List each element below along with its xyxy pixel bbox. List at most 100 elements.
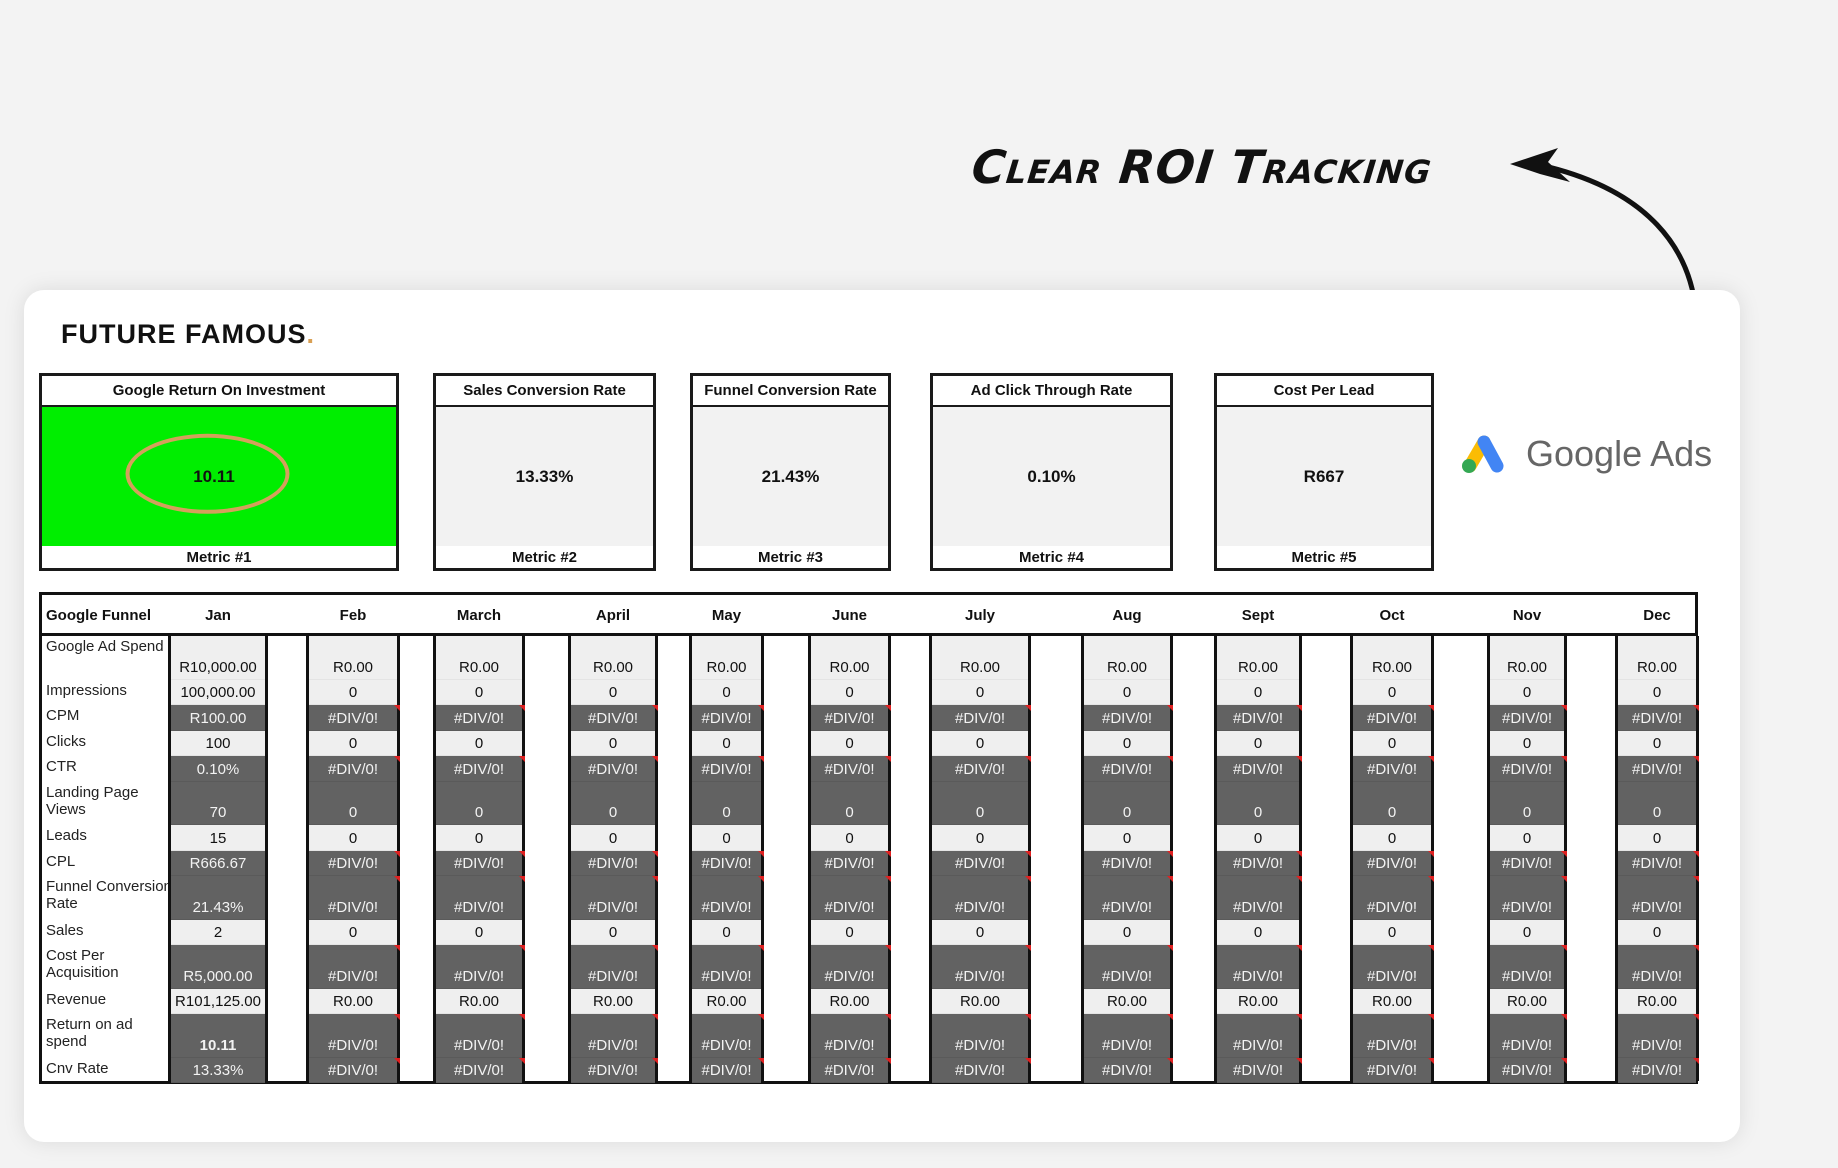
table-cell[interactable]: #DIV/0! [1217, 1014, 1302, 1058]
error-comment-marker-icon[interactable] [1693, 1014, 1699, 1020]
table-cell[interactable]: #DIV/0! [436, 850, 525, 876]
table-cell[interactable]: #DIV/0! [811, 756, 891, 782]
table-cell[interactable]: #DIV/0! [1084, 756, 1173, 782]
table-cell[interactable]: 0 [1490, 781, 1564, 825]
error-comment-marker-icon[interactable] [652, 705, 658, 711]
error-comment-marker-icon[interactable] [1561, 1057, 1567, 1064]
table-cell[interactable]: #DIV/0! [932, 850, 1031, 876]
table-cell[interactable]: #DIV/0! [1084, 705, 1173, 731]
table-cell[interactable]: #DIV/0! [1490, 1014, 1567, 1058]
table-cell[interactable]: 0 [1490, 919, 1564, 945]
error-comment-marker-icon[interactable] [652, 1057, 658, 1064]
error-comment-marker-icon[interactable] [652, 876, 658, 882]
error-comment-marker-icon[interactable] [1167, 850, 1173, 857]
table-cell[interactable]: R0.00 [1618, 636, 1696, 680]
table-cell[interactable]: #DIV/0! [309, 945, 400, 989]
error-comment-marker-icon[interactable] [1025, 1014, 1031, 1020]
table-cell[interactable]: 0 [436, 919, 522, 945]
table-cell[interactable]: #DIV/0! [811, 945, 891, 989]
error-comment-marker-icon[interactable] [652, 945, 658, 951]
table-cell[interactable]: #DIV/0! [1353, 756, 1434, 782]
table-cell[interactable]: #DIV/0! [571, 705, 658, 731]
error-comment-marker-icon[interactable] [394, 1014, 400, 1020]
table-cell[interactable]: #DIV/0! [1217, 1057, 1302, 1083]
error-comment-marker-icon[interactable] [1296, 876, 1302, 882]
error-comment-marker-icon[interactable] [1428, 850, 1434, 857]
table-cell[interactable]: R0.00 [1490, 988, 1564, 1014]
table-cell[interactable]: 0 [1084, 781, 1170, 825]
error-comment-marker-icon[interactable] [1693, 876, 1699, 882]
error-comment-marker-icon[interactable] [394, 876, 400, 882]
table-cell[interactable]: 0 [932, 825, 1028, 851]
table-cell[interactable]: #DIV/0! [811, 876, 891, 920]
table-cell[interactable]: R0.00 [1490, 636, 1564, 680]
table-cell[interactable]: R0.00 [1353, 636, 1431, 680]
table-cell[interactable]: 21.43% [171, 876, 265, 920]
table-cell[interactable]: 100,000.00 [171, 679, 265, 705]
error-comment-marker-icon[interactable] [758, 705, 764, 711]
table-cell[interactable]: 0 [309, 730, 397, 756]
table-cell[interactable]: 0 [1490, 730, 1564, 756]
table-cell[interactable]: #DIV/0! [932, 705, 1031, 731]
table-cell[interactable]: #DIV/0! [309, 705, 400, 731]
table-cell[interactable]: #DIV/0! [1353, 850, 1434, 876]
table-cell[interactable]: #DIV/0! [571, 850, 658, 876]
error-comment-marker-icon[interactable] [519, 756, 525, 762]
table-cell[interactable]: #DIV/0! [436, 945, 525, 989]
table-cell[interactable]: #DIV/0! [1490, 1057, 1567, 1083]
table-cell[interactable]: 0 [932, 781, 1028, 825]
error-comment-marker-icon[interactable] [1025, 756, 1031, 762]
table-cell[interactable]: #DIV/0! [811, 1057, 891, 1083]
table-cell[interactable]: 0 [1084, 825, 1170, 851]
table-cell[interactable]: 0 [1084, 679, 1170, 705]
table-cell[interactable]: 0 [1217, 825, 1299, 851]
error-comment-marker-icon[interactable] [1693, 945, 1699, 951]
table-cell[interactable]: #DIV/0! [1490, 945, 1567, 989]
table-cell[interactable]: #DIV/0! [309, 876, 400, 920]
table-cell[interactable]: R0.00 [436, 636, 522, 680]
error-comment-marker-icon[interactable] [1167, 756, 1173, 762]
error-comment-marker-icon[interactable] [758, 1057, 764, 1064]
error-comment-marker-icon[interactable] [519, 876, 525, 882]
table-cell[interactable]: 0 [571, 919, 655, 945]
table-cell[interactable]: #DIV/0! [1618, 756, 1699, 782]
error-comment-marker-icon[interactable] [1561, 756, 1567, 762]
table-cell[interactable]: #DIV/0! [1618, 945, 1699, 989]
table-cell[interactable]: #DIV/0! [571, 1057, 658, 1083]
table-cell[interactable]: 0 [1618, 679, 1696, 705]
table-cell[interactable]: #DIV/0! [692, 945, 764, 989]
table-cell[interactable]: #DIV/0! [1217, 756, 1302, 782]
table-cell[interactable]: #DIV/0! [1490, 876, 1567, 920]
table-cell[interactable]: R0.00 [309, 988, 397, 1014]
table-cell[interactable]: R101,125.00 [171, 988, 265, 1014]
table-cell[interactable]: #DIV/0! [309, 1014, 400, 1058]
table-cell[interactable]: 0 [811, 919, 888, 945]
table-cell[interactable]: 0 [1217, 919, 1299, 945]
table-cell[interactable]: #DIV/0! [571, 756, 658, 782]
table-cell[interactable]: 0 [571, 730, 655, 756]
table-cell[interactable]: 0 [436, 730, 522, 756]
table-cell[interactable]: 0 [1217, 730, 1299, 756]
table-cell[interactable]: 0 [309, 825, 397, 851]
error-comment-marker-icon[interactable] [1296, 756, 1302, 762]
error-comment-marker-icon[interactable] [1296, 705, 1302, 711]
table-cell[interactable]: 0 [1618, 919, 1696, 945]
error-comment-marker-icon[interactable] [885, 705, 891, 711]
table-cell[interactable]: #DIV/0! [436, 756, 525, 782]
table-cell[interactable]: #DIV/0! [1217, 705, 1302, 731]
error-comment-marker-icon[interactable] [394, 1057, 400, 1064]
error-comment-marker-icon[interactable] [1428, 876, 1434, 882]
table-cell[interactable]: 15 [171, 825, 265, 851]
error-comment-marker-icon[interactable] [1428, 1014, 1434, 1020]
error-comment-marker-icon[interactable] [1167, 705, 1173, 711]
table-cell[interactable]: 13.33% [171, 1057, 265, 1083]
error-comment-marker-icon[interactable] [1296, 945, 1302, 951]
table-cell[interactable]: R0.00 [571, 636, 655, 680]
table-cell[interactable]: #DIV/0! [932, 1014, 1031, 1058]
table-cell[interactable]: 10.11 [171, 1014, 265, 1058]
error-comment-marker-icon[interactable] [394, 705, 400, 711]
table-cell[interactable]: #DIV/0! [1084, 850, 1173, 876]
error-comment-marker-icon[interactable] [1025, 850, 1031, 857]
table-cell[interactable]: 0 [1353, 730, 1431, 756]
error-comment-marker-icon[interactable] [1561, 876, 1567, 882]
